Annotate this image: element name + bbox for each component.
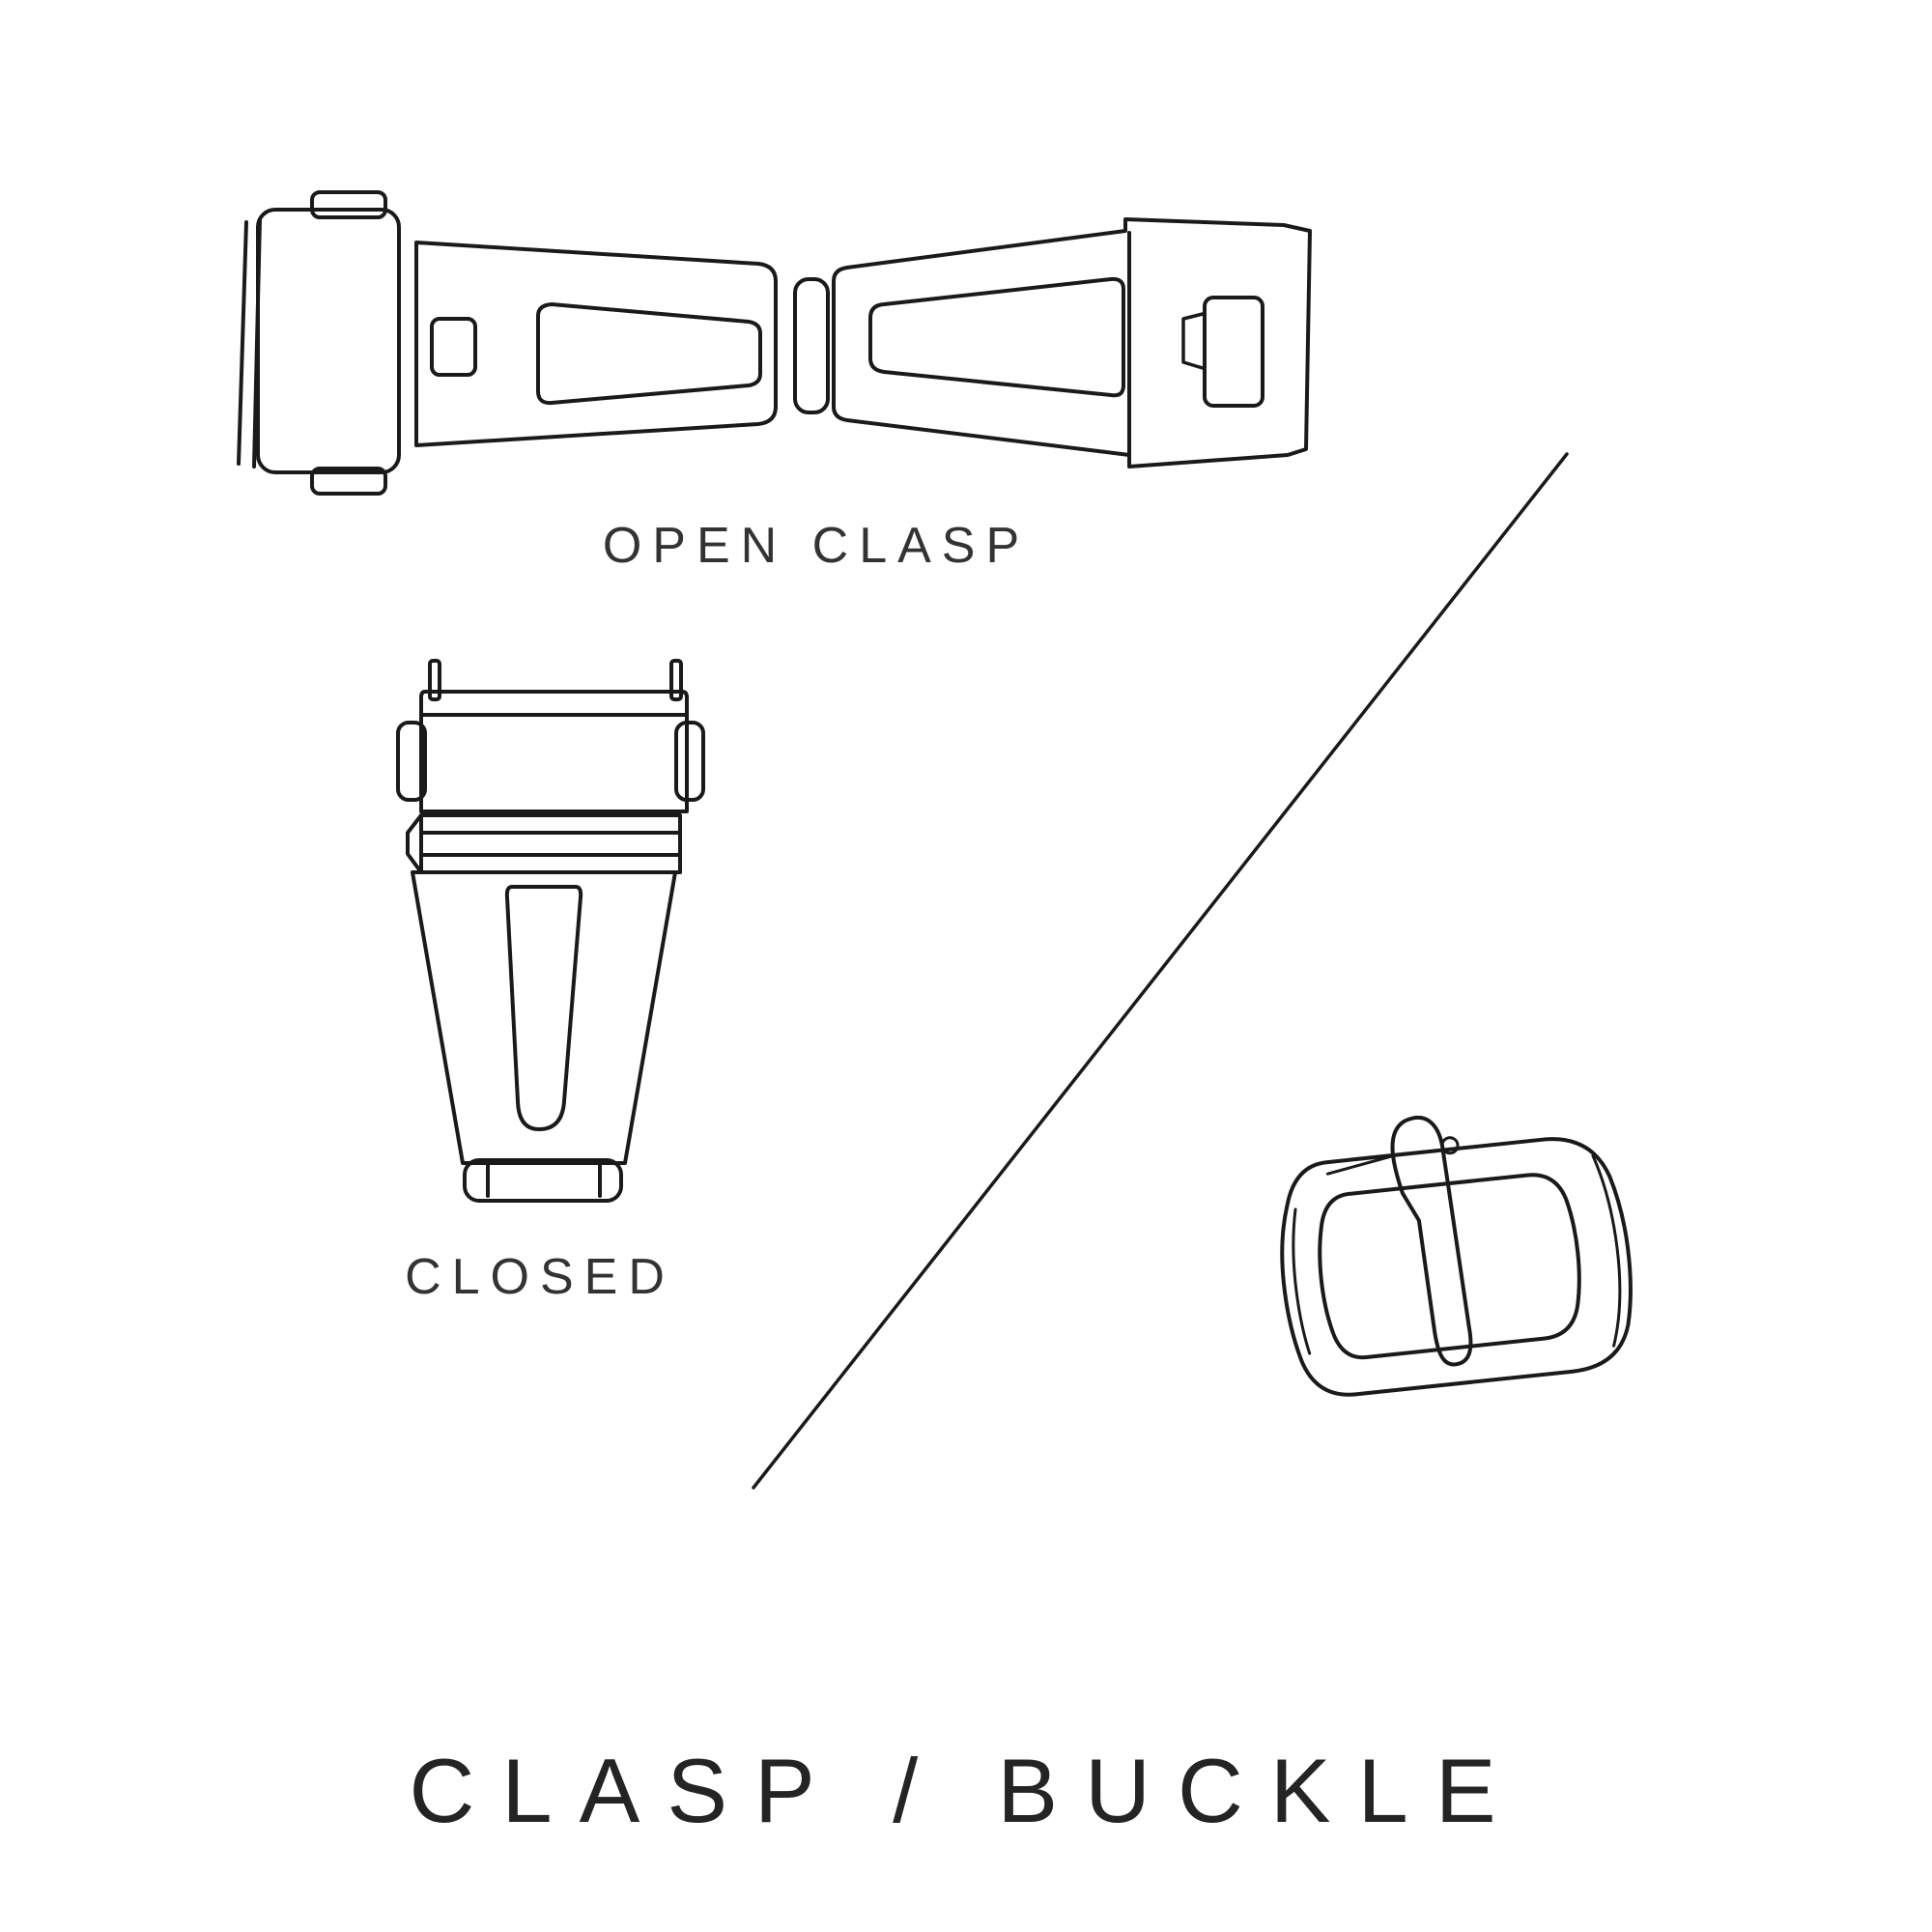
closed-clasp-illustration bbox=[396, 659, 705, 1203]
open-clasp-illustration bbox=[237, 190, 1312, 496]
closed-clasp-label: CLOSED bbox=[405, 1249, 675, 1305]
buckle-illustration bbox=[1280, 1115, 1633, 1397]
open-clasp-label: OPEN CLASP bbox=[602, 518, 1031, 574]
page-title: CLASP / BUCKLE bbox=[409, 1740, 1523, 1841]
diagonal-divider bbox=[752, 452, 1569, 1490]
